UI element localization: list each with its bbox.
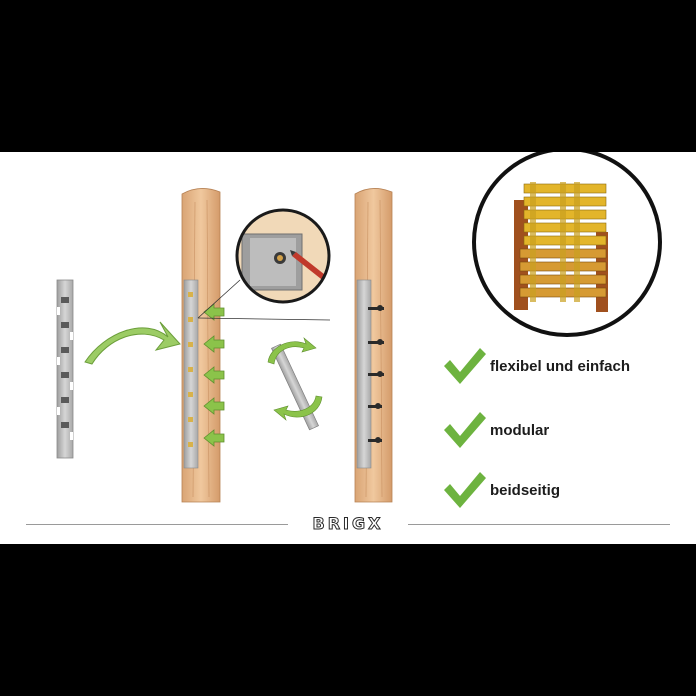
screws xyxy=(368,305,384,443)
checkmark-icon xyxy=(444,348,486,384)
feature-item: beidseitig xyxy=(440,468,690,512)
checkmark-icon xyxy=(444,412,486,448)
left-arrow-icon xyxy=(203,397,225,415)
curved-arrow-icon xyxy=(84,321,181,365)
footer-divider-right xyxy=(408,524,670,525)
rotate-arrow-icon xyxy=(267,337,317,365)
fence-detail-circle xyxy=(472,152,662,337)
rotate-rail xyxy=(267,337,323,431)
footer-divider-left xyxy=(26,524,288,525)
left-arrow-icon xyxy=(203,335,225,353)
wooden-post-middle xyxy=(181,188,221,503)
mounting-rail-loose xyxy=(56,279,74,459)
left-arrow-icon xyxy=(203,366,225,384)
brand-logo: BRIGX xyxy=(312,514,384,534)
feature-item: modular xyxy=(440,408,690,452)
product-panel: flexibel und einfach modular beidseitig … xyxy=(0,152,696,544)
assembly-illustration xyxy=(56,152,662,503)
checkmark-icon xyxy=(444,472,486,508)
feature-label: modular xyxy=(490,421,550,439)
feature-label: flexibel und einfach xyxy=(490,357,631,375)
wooden-post-right xyxy=(354,188,393,503)
feature-label: beidseitig xyxy=(490,481,561,499)
detail-magnifier xyxy=(235,208,331,304)
feature-item: flexibel und einfach xyxy=(440,344,690,388)
left-arrow-icon xyxy=(203,429,225,447)
push-arrows xyxy=(203,303,225,447)
rotate-arrow-icon xyxy=(273,395,323,421)
